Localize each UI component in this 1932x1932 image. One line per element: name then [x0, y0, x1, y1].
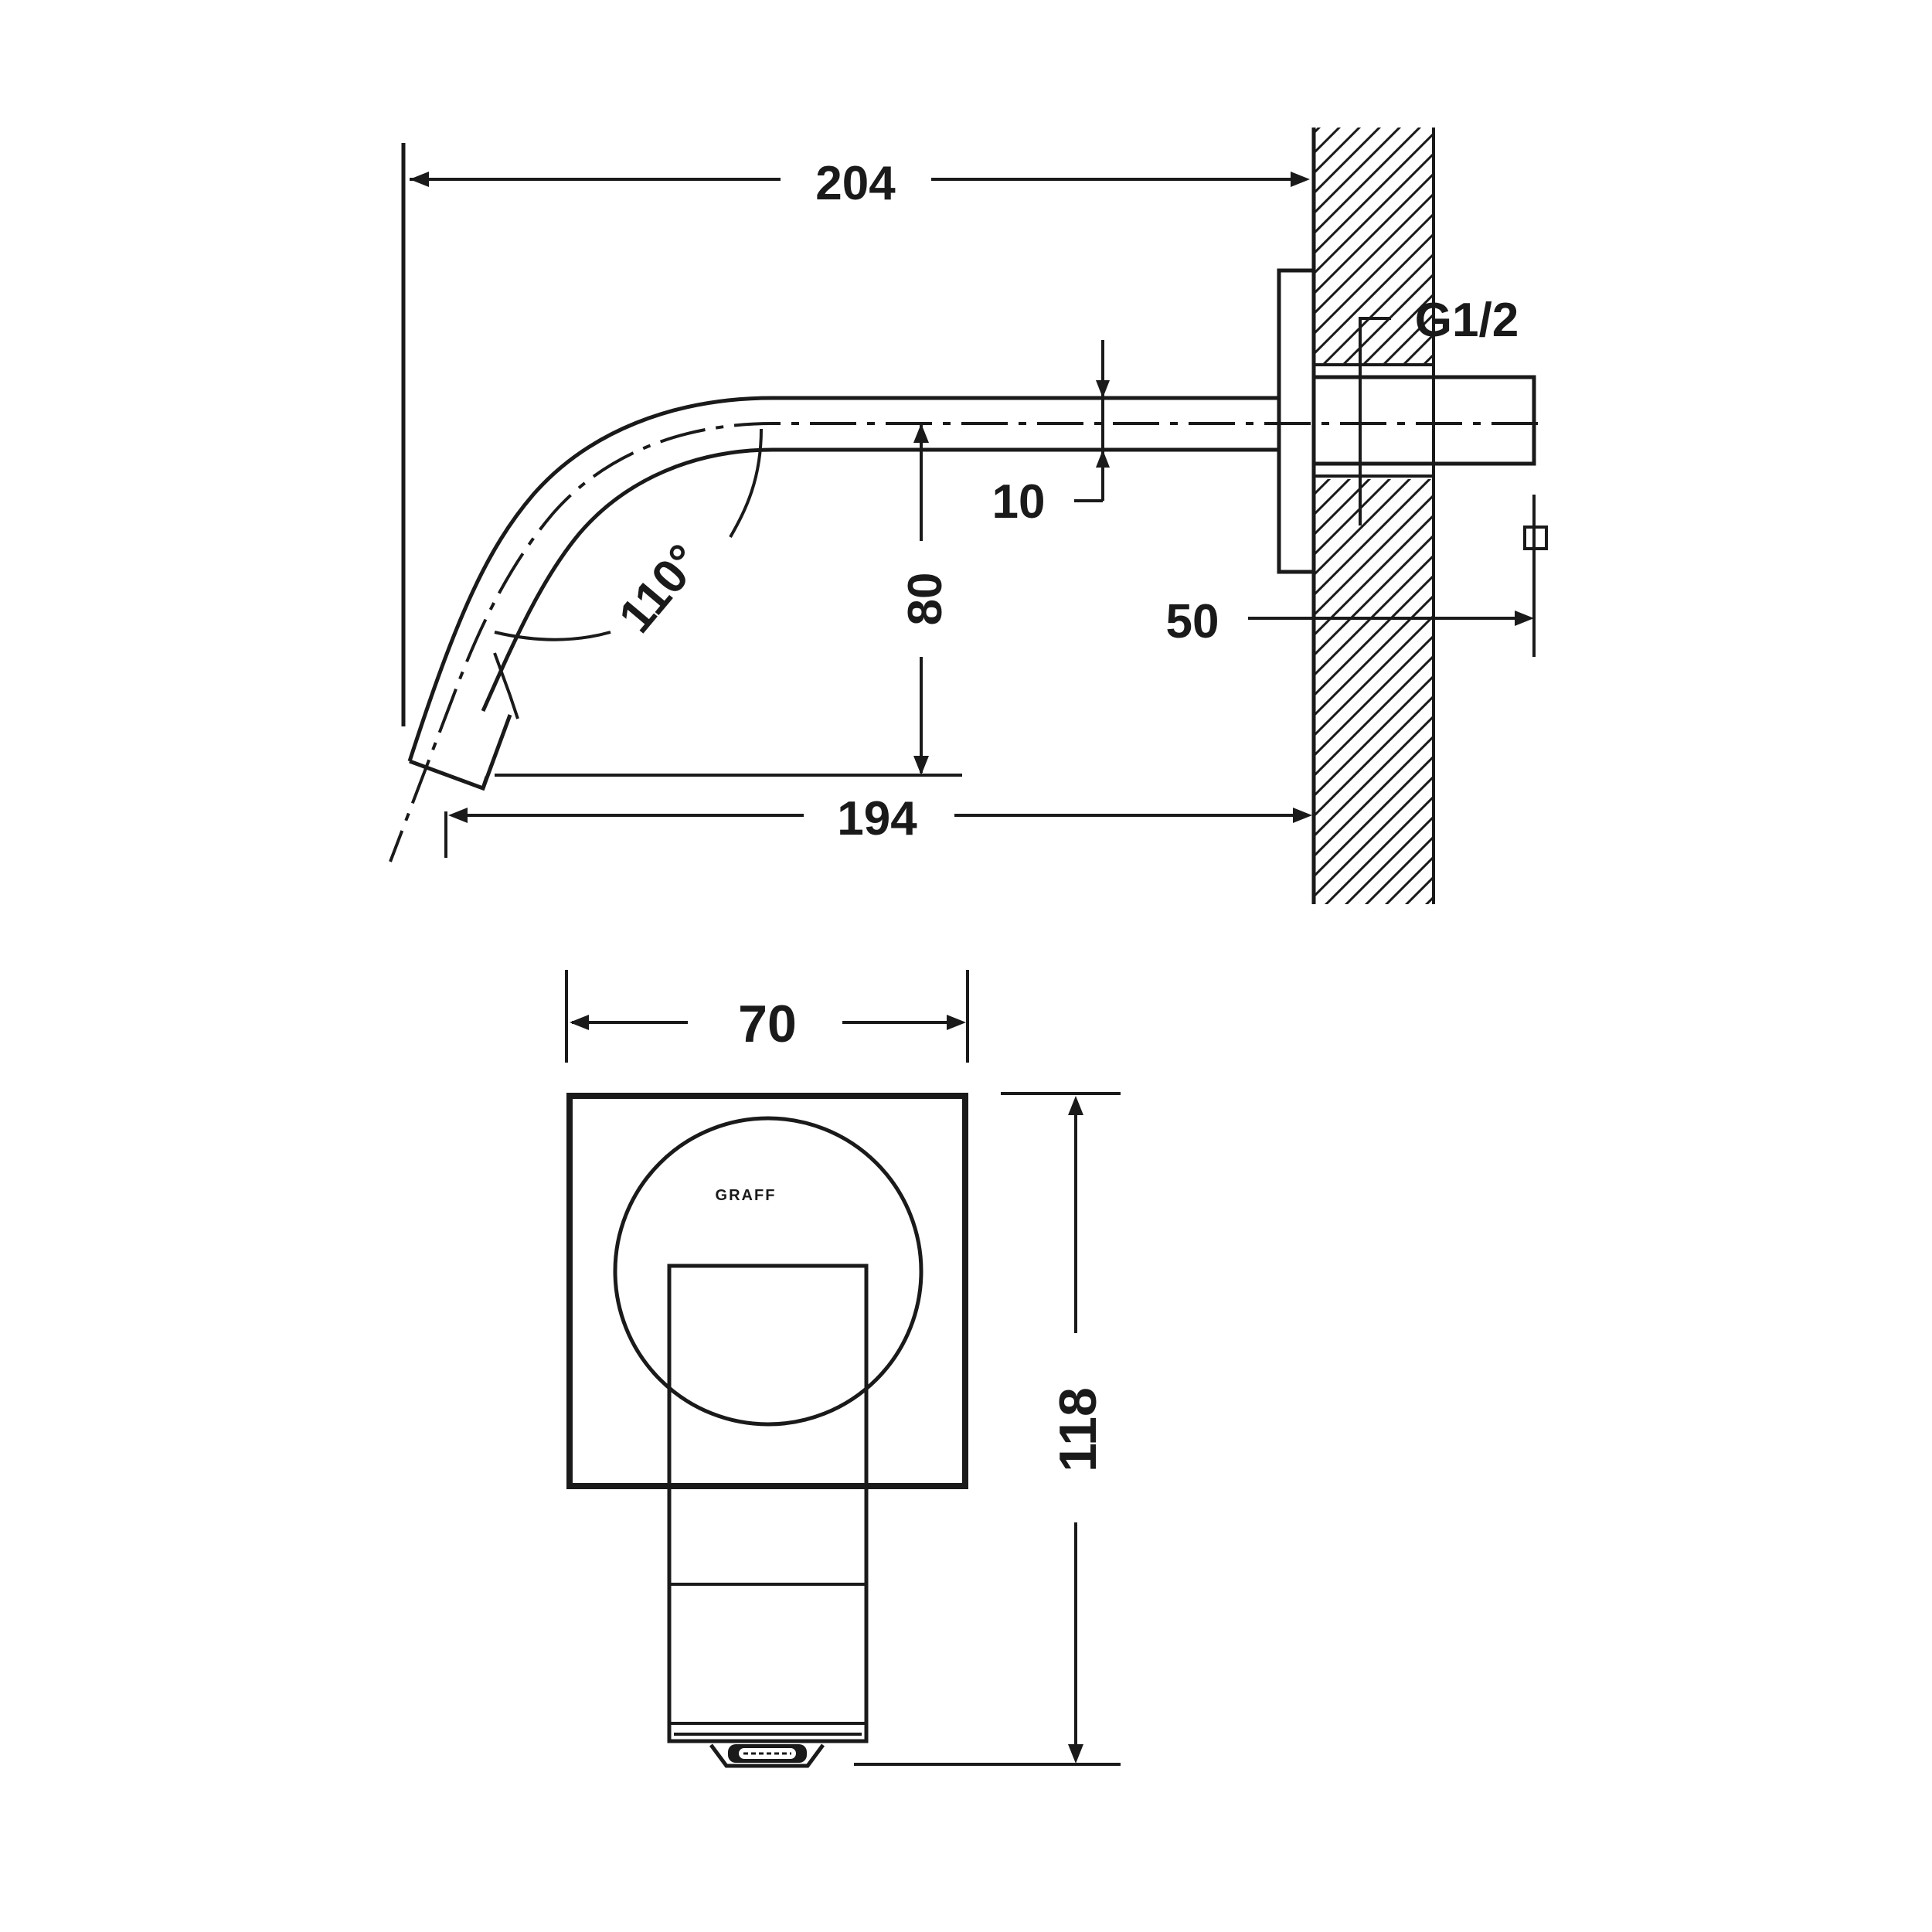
brand-mark: GRAFF	[716, 1187, 777, 1204]
dim-label-50: 50	[1166, 595, 1219, 648]
dim-outlet-drop: 80	[495, 423, 962, 777]
aerator	[709, 1743, 825, 1768]
spout-arm	[407, 396, 1279, 791]
dim-label-118: 118	[1049, 1387, 1107, 1472]
round-escutcheon	[613, 1116, 923, 1427]
square-backplate	[566, 1093, 968, 1489]
wall-section	[1311, 128, 1435, 904]
dim-label-70: 70	[738, 995, 797, 1053]
thread-size-label: G1/2	[1415, 294, 1519, 347]
dim-label-10: 10	[992, 475, 1046, 529]
dim-label-80: 80	[899, 573, 952, 626]
wall-flange	[1277, 268, 1316, 574]
square-section-symbol	[1523, 526, 1548, 550]
dim-label-194: 194	[837, 792, 917, 845]
threaded-connector	[1311, 317, 1536, 526]
dim-overall-height: 118	[854, 1092, 1121, 1766]
dim-label-204: 204	[815, 157, 896, 210]
spout-body	[667, 1264, 869, 1743]
dim-wall-to-outlet: 194	[444, 792, 1312, 858]
dim-label-110: 110°	[609, 535, 712, 643]
dim-wall-depth: 50	[1166, 495, 1548, 657]
spout-centerline	[389, 422, 1538, 862]
dim-plate-width: 70	[565, 970, 969, 1063]
dim-bend-angle: 110°	[494, 428, 763, 643]
side-view: 204 194 80 10	[389, 128, 1548, 904]
dim-overall-length: 204	[401, 143, 1310, 726]
dim-pipe-offset: 10	[992, 340, 1110, 529]
front-view: 70 GRAFF 118	[565, 970, 1121, 1768]
